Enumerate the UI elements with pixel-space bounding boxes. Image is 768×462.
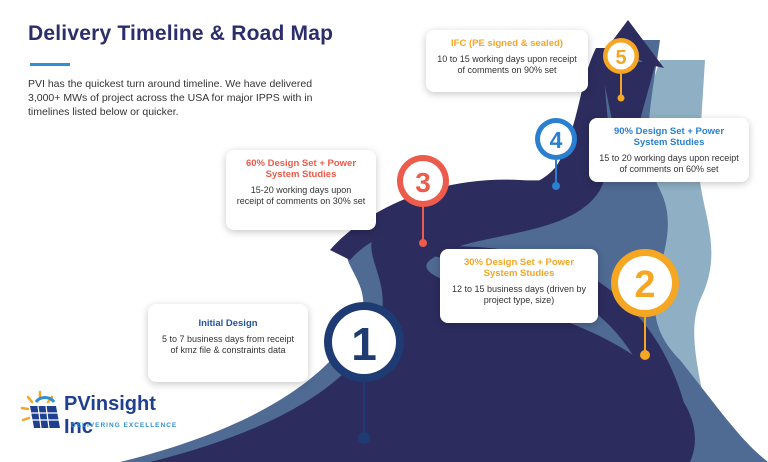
milestone-2-title: 30% Design Set + Power System Studies — [463, 257, 575, 279]
marker-4-dot — [552, 182, 560, 190]
milestone-4-body: 15 to 20 working days upon receipt of co… — [599, 153, 739, 174]
marker-3-number: 3 — [415, 167, 431, 198]
milestone-5-body: 10 to 15 working days upon receipt of co… — [437, 54, 577, 75]
road-main — [150, 48, 695, 462]
arrow-shaft — [600, 62, 656, 120]
milestone-3-title: 60% Design Set + Power System Studies — [245, 158, 357, 180]
marker-3-dot — [419, 239, 427, 247]
marker-4-number: 4 — [550, 127, 563, 153]
marker-2-dot — [640, 350, 650, 360]
logo-tagline: DELIVERING EXCELLENCE — [71, 422, 178, 429]
milestone-card-3: 60% Design Set + Power System Studies 15… — [226, 150, 376, 230]
marker-5-number: 5 — [615, 47, 626, 69]
marker-2-number: 2 — [634, 264, 655, 306]
milestone-card-1: Initial Design 5 to 7 business days from… — [148, 304, 308, 382]
logo-name: PVinsight Inc — [64, 393, 156, 438]
page-title: Delivery Timeline & Road Map — [28, 22, 334, 45]
milestone-card-2: 30% Design Set + Power System Studies 12… — [440, 249, 598, 323]
road-curve — [330, 150, 592, 260]
milestone-1-body: 5 to 7 business days from receipt of kmz… — [161, 334, 295, 355]
milestone-3-body: 15-20 working days upon receipt of comme… — [236, 185, 366, 206]
milestone-1-title: Initial Design — [198, 318, 258, 329]
intro-text: PVI has the quickest turn around timelin… — [28, 78, 313, 118]
milestone-5-title: IFC (PE signed & sealed) — [451, 38, 563, 49]
company-logo: PVinsight Inc DELIVERING EXCELLENCE — [18, 388, 178, 438]
marker-1-number: 1 — [351, 318, 377, 370]
title-underline — [30, 63, 70, 66]
sun-grid-icon — [20, 390, 60, 429]
marker-5-dot — [617, 94, 625, 102]
milestone-card-5: IFC (PE signed & sealed) 10 to 15 workin… — [426, 30, 588, 92]
milestone-2-body: 12 to 15 business days (driven by projec… — [451, 284, 587, 305]
milestone-4-title: 90% Design Set + Power System Studies — [613, 126, 725, 148]
milestone-card-4: 90% Design Set + Power System Studies 15… — [589, 118, 749, 182]
marker-1-dot — [358, 432, 370, 444]
